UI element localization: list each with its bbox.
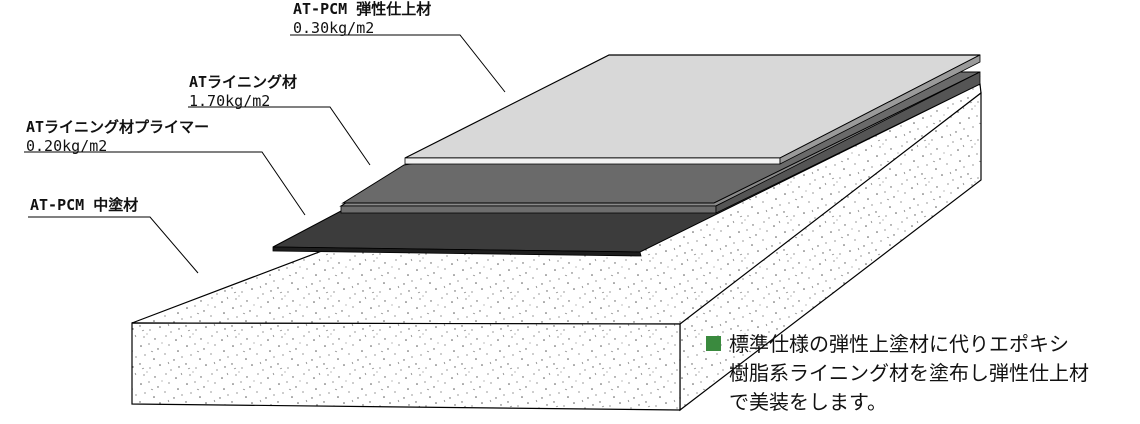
callout-midcoat: AT-PCM 中塗材	[30, 196, 138, 215]
lining-amount: 1.70kg/m2	[189, 92, 271, 110]
callout-topcoat: AT-PCM 弾性仕上材 0.30kg/m2	[293, 0, 431, 38]
square-bullet-icon	[706, 336, 721, 351]
note-line-1: 標準仕様の弾性上塗材に代りエポキシ	[706, 330, 1089, 359]
leader-line-midcoat	[28, 216, 199, 274]
topcoat-amount: 0.30kg/m2	[293, 19, 375, 37]
note-line-3: で美装をします。	[729, 390, 887, 414]
slab-front-face	[131, 322, 681, 411]
primer-name: ATライニング材プライマー	[26, 118, 210, 136]
midcoat-edge	[272, 246, 642, 257]
topcoat-name: AT-PCM 弾性仕上材	[293, 0, 432, 18]
leader-line-primer	[24, 151, 306, 216]
topcoat-edge	[404, 157, 781, 165]
topcoat-side	[779, 54, 981, 165]
lining-name: ATライニング材	[189, 73, 298, 91]
primer-amount: 0.20kg/m2	[26, 137, 108, 155]
leader-line-topcoat	[290, 34, 506, 93]
description-note: 標準仕様の弾性上塗材に代りエポキシ 樹脂系ライニング材を塗布し弾性仕上材 で美装…	[706, 330, 1089, 417]
leader-line-lining	[188, 106, 371, 166]
callout-lining: ATライニング材 1.70kg/m2	[189, 73, 297, 111]
midcoat-name: AT-PCM 中塗材	[30, 196, 139, 214]
note-text-1: 標準仕様の弾性上塗材に代りエポキシ	[729, 332, 1069, 356]
note-line-2: 樹脂系ライニング材を塗布し弾性仕上材	[729, 361, 1089, 385]
lining-side	[715, 71, 981, 214]
callout-primer: ATライニング材プライマー 0.20kg/m2	[26, 118, 209, 156]
primer-edge	[340, 205, 717, 214]
